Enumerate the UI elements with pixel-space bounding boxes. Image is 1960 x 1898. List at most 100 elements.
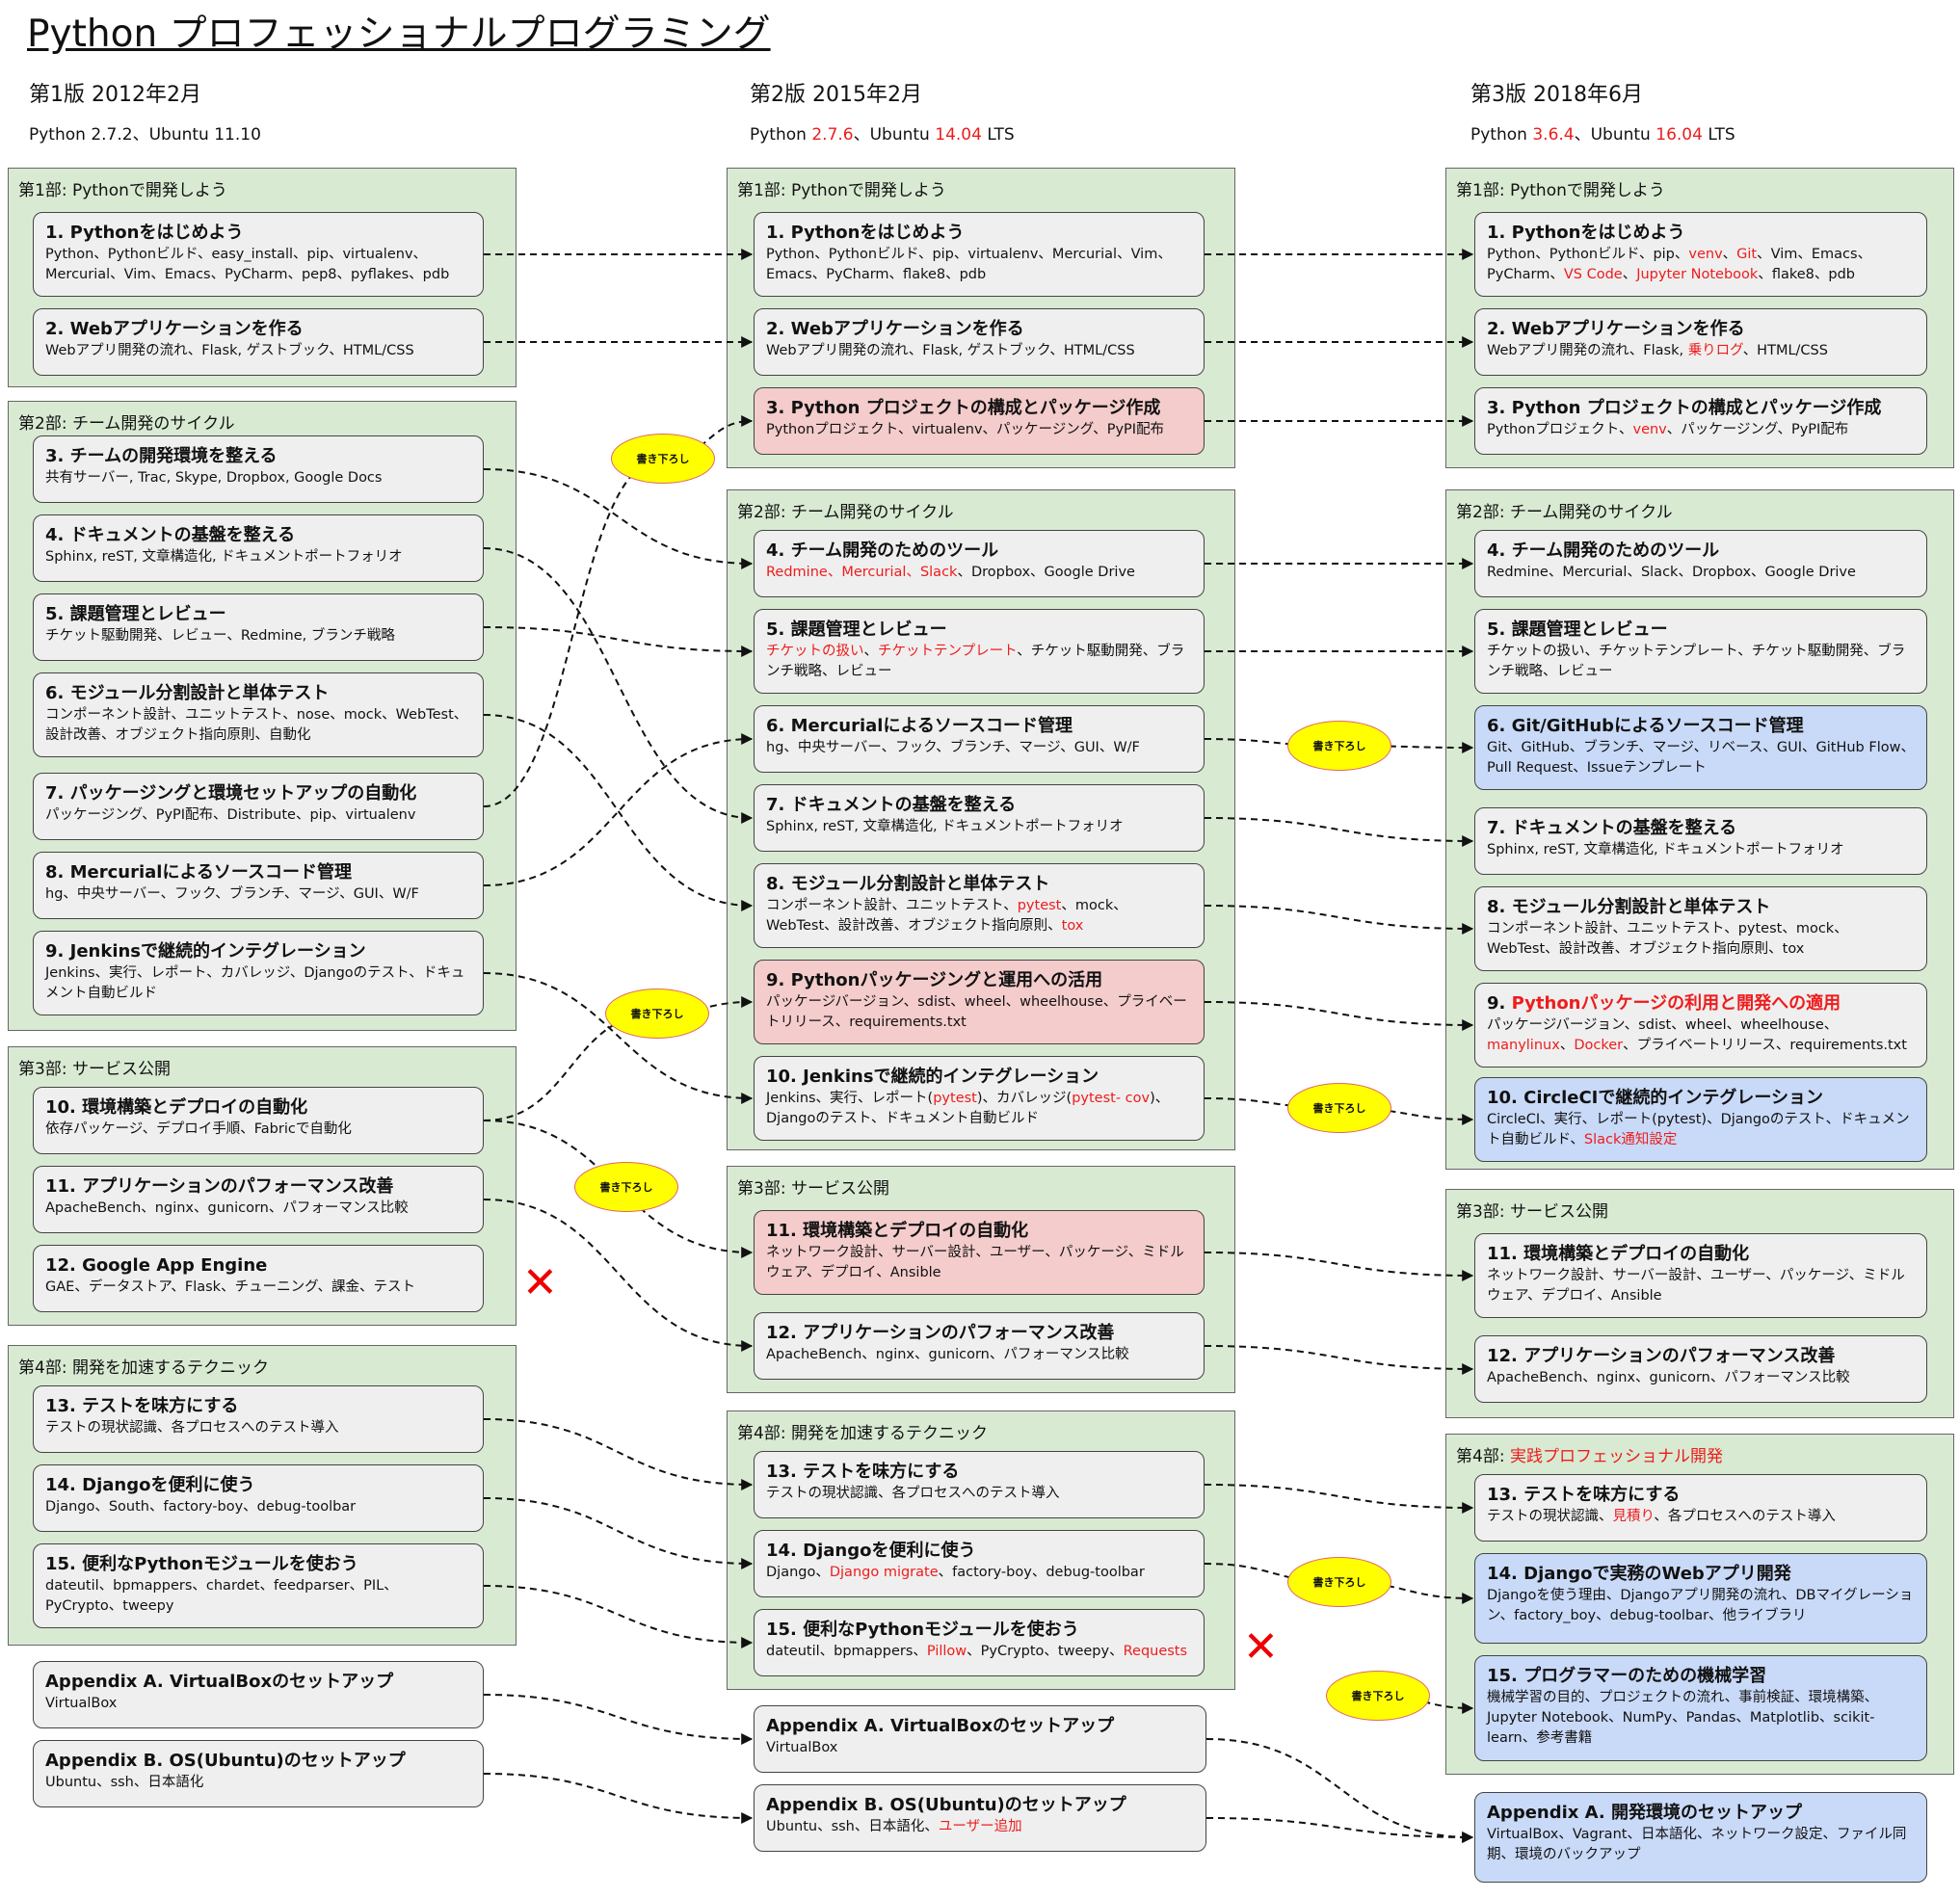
page-title: Python プロフェッショナルプログラミング [27,13,771,56]
chapter-card: 15. プログラマーのための機械学習機械学習の目的、プロジェクトの流れ、事前検証… [1474,1655,1927,1761]
text-run: Djangoを使う理由、Djangoアプリ開発の流れ、DBマイグレーション、fa… [1487,1588,1914,1623]
text-run: 3. Python プロジェクトの構成とパッケージ作成 [766,398,1161,418]
chapter-topics: Jenkins、実行、レポート(pytest)、カバレッジ(pytest- co… [766,1089,1192,1129]
text-run: 、PyCrypto、tweepy、 [967,1644,1124,1659]
chapter-topics: Jenkins、実行、レポート、カバレッジ、Djangoのテスト、ドキュメント自… [45,963,471,1004]
chapter-title: 6. Git/GitHubによるソースコード管理 [1487,715,1915,738]
text-run: 12. アプリケーションのパフォーマンス改善 [766,1323,1115,1343]
chapter-title: 1. Pythonをはじめよう [1487,222,1915,245]
text-run: 第4部: 開発を加速するテクニック [737,1424,988,1443]
part-label: 第3部: サービス公開 [1456,1198,1608,1222]
text-run: 7. ドキュメントの基盤を整える [766,795,1017,815]
text-run: 6. Mercurialによるソースコード管理 [766,716,1073,736]
text-run: 依存パッケージ、デプロイ手順、Fabricで自動化 [45,1121,352,1137]
chapter-title: 5. 課題管理とレビュー [1487,619,1915,642]
changed-text: 実践プロフェッショナル開発 [1509,1447,1723,1466]
text-run: 7. ドキュメントの基盤を整える [1487,818,1737,838]
text-run: 第4部: [1456,1447,1510,1466]
chapter-card: 9. Pythonパッケージの利用と開発への適用パッケージバージョン、sdist… [1474,983,1927,1068]
part-label: 第3部: サービス公開 [18,1055,171,1079]
chapter-title: 4. ドキュメントの基盤を整える [45,524,471,547]
text-run: Appendix A. VirtualBoxのセットアップ [45,1672,394,1692]
chapter-topics: Sphinx, reST, 文章構造化, ドキュメントポートフォリオ [766,817,1192,837]
text-run: hg、中央サーバー、フック、ブランチ、マージ、GUI、W/F [45,886,419,902]
removed-x-icon: ✕ [1243,1622,1279,1672]
chapter-mapping-arrow [483,415,754,807]
chapter-mapping-arrow [483,468,754,569]
chapter-card: 8. Mercurialによるソースコード管理 hg、中央サーバー、フック、ブラン… [33,852,484,919]
text-run: ネットワーク設計、サーバー設計、ユーザー、パッケージ、ミドルウェア、デプロイ、A… [1487,1268,1905,1304]
changed-text: VS Code [1563,267,1623,282]
chapter-mapping-arrow [483,626,754,657]
chapter-topics: パッケージング、PyPI配布、Distribute、pip、virtualenv [45,805,471,826]
chapter-mapping-arrow [483,1418,754,1490]
text-run: 、Ubuntu [853,125,936,145]
text-run: 第2部: チーム開発のサイクル [1456,503,1673,522]
text-run: )、カバレッジ( [976,1091,1073,1106]
newly-written-callout: 書き下ろし [611,434,715,484]
edition-1-heading: 第1版 2012年2月 [29,83,201,107]
text-run: Pythonプロジェクト、virtualenv、パッケージング、PyPI配布 [766,422,1165,437]
text-run: ApacheBench、nginx、gunicorn、パフォーマンス比較 [1487,1370,1850,1385]
text-run: Sphinx, reST, 文章構造化, ドキュメントポートフォリオ [45,549,403,565]
text-run: 7. パッケージングと環境セットアップの自動化 [45,783,417,804]
chapter-topics: Ubuntu、ssh、日本語化、ユーザー追加 [766,1817,1194,1837]
text-run: 、 [1722,247,1737,262]
text-run: 、チケット駆動開発、ブランチ戦略、レビュー [766,644,1185,679]
chapter-mapping-arrow [1204,1563,1474,1604]
chapter-title: 5. 課題管理とレビュー [45,603,471,626]
text-run: 1. Pythonをはじめよう [766,223,965,243]
chapter-title: 8. モジュール分割設計と単体テスト [1487,896,1915,919]
chapter-topics: コンポーネント設計、ユニットテスト、nose、mock、WebTest、設計改善… [45,705,471,746]
chapter-topics: コンポーネント設計、ユニットテスト、pytest、mock、WebTest、設計… [1487,919,1915,960]
chapter-topics: 依存パッケージ、デプロイ手順、Fabricで自動化 [45,1120,471,1140]
text-run: LTS [981,125,1015,145]
chapter-title: 8. Mercurialによるソースコード管理 [45,861,471,884]
text-run: 3. Python プロジェクトの構成とパッケージ作成 [1487,398,1882,418]
text-run: 5. 課題管理とレビュー [45,604,226,624]
chapter-mapping-arrow [1205,1738,1474,1843]
text-run: Django、South、factory-boy、debug-toolbar [45,1499,357,1515]
text-run: 11. アプリケーションのパフォーマンス改善 [45,1176,394,1197]
chapter-topics: Python、Pythonビルド、easy_install、pip、virtua… [45,245,471,285]
text-run: ネットワーク設計、サーバー設計、ユーザー、パッケージ、ミドルウェア、デプロイ、A… [766,1245,1184,1280]
chapter-title: 14. Djangoを便利に使う [766,1540,1192,1563]
text-run: 機械学習の目的、プロジェクトの流れ、事前検証、環境構築、Jupyter Note… [1487,1690,1879,1746]
newly-written-callout: 書き下ろし [1326,1671,1430,1721]
text-run: 11. 環境構築とデプロイの自動化 [1487,1244,1750,1264]
chapter-title: 10. CircleCIで継続的インテグレーション [1487,1087,1915,1110]
chapter-topics: チケット駆動開発、レビュー、Redmine, ブランチ戦略 [45,626,471,646]
chapter-mapping-arrow [1204,1252,1474,1281]
chapter-topics: チケットの扱い、チケットテンプレート、チケット駆動開発、ブランチ戦略、レビュー [766,642,1192,682]
text-run: 13. テストを味方にする [1487,1485,1681,1505]
text-run: テストの現状認識、各プロセスへのテスト導入 [766,1486,1060,1501]
chapter-topics: テストの現状認識、各プロセスへのテスト導入 [766,1484,1192,1504]
chapter-title: 9. Pythonパッケージの利用と開発への適用 [1487,992,1915,1015]
chapter-mapping-arrow [1205,1817,1474,1843]
chapter-card: 5. 課題管理とレビューチケット駆動開発、レビュー、Redmine, ブランチ戦… [33,593,484,661]
text-run: テストの現状認識、 [1487,1509,1613,1524]
text-run: 4. チーム開発のためのツール [1487,540,1720,561]
chapter-title: 3. Python プロジェクトの構成とパッケージ作成 [766,397,1192,420]
text-run: 6. モジュール分割設計と単体テスト [45,683,330,703]
text-run: 、パッケージング、PyPI配布 [1666,422,1849,437]
text-run: 第1部: Pythonで開発しよう [1456,181,1665,200]
changed-text: 見積り [1612,1509,1655,1524]
text-run: 共有サーバー, Trac, Skype, Dropbox, Google Doc… [45,470,383,486]
chapter-title: 13. テストを味方にする [1487,1484,1915,1507]
text-run: テストの現状認識、各プロセスへのテスト導入 [45,1420,339,1436]
changed-text: Docker [1574,1038,1624,1053]
changed-text: Slack通知設定 [1583,1132,1678,1147]
chapter-title: 9. Jenkinsで継続的インテグレーション [45,940,471,963]
chapter-mapping-arrow [483,733,754,886]
text-run: Appendix B. OS(Ubuntu)のセットアップ [45,1751,406,1771]
